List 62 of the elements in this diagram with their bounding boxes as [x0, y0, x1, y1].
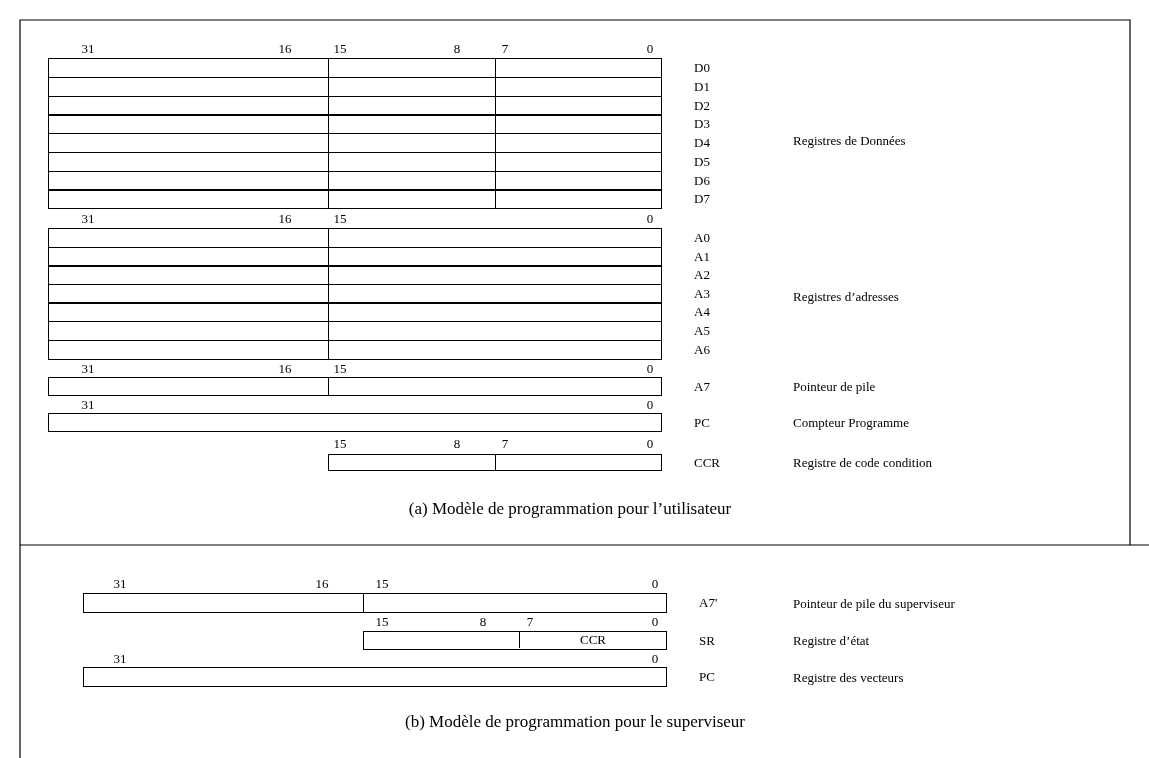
- register-name: D1: [694, 79, 710, 93]
- bit-number: 0: [646, 361, 654, 375]
- field-label: CCR: [580, 632, 606, 648]
- bit-number: 0: [651, 614, 659, 628]
- register-group-label: Registres d’adresses: [793, 289, 899, 303]
- register-group-label: Pointeur de pile: [793, 379, 876, 393]
- register-name: D2: [694, 98, 710, 112]
- bit-number: 31: [81, 397, 95, 411]
- register-name: D5: [694, 154, 710, 168]
- register-name: A6: [694, 342, 710, 356]
- bit-number: 31: [113, 576, 127, 590]
- bit-number: 31: [81, 211, 95, 225]
- register-name: A5: [694, 324, 710, 337]
- bit-number: 31: [113, 651, 127, 665]
- bit-number: 15: [333, 361, 347, 375]
- bit-number: 8: [453, 436, 461, 450]
- bit-number: 0: [651, 651, 659, 665]
- bit-number: 0: [646, 211, 654, 225]
- bit-number: 15: [375, 576, 389, 590]
- bit-number: 0: [646, 436, 654, 450]
- register-group-label: Registres de Données: [793, 133, 906, 147]
- bit-number: 7: [501, 41, 509, 55]
- bit-number: 15: [333, 211, 347, 225]
- register-name: D3: [694, 117, 710, 131]
- register-name: A0: [694, 231, 710, 244]
- bit-number: 16: [278, 361, 292, 375]
- register-name: D6: [694, 173, 710, 187]
- register-group-label: Registre d’état: [793, 633, 870, 647]
- bit-number: 0: [646, 41, 654, 55]
- register-name: PC: [694, 415, 710, 429]
- bit-number: 7: [526, 614, 534, 628]
- register-name: A3: [694, 286, 710, 300]
- bit-number: 15: [333, 436, 347, 450]
- register-name: A7': [699, 596, 718, 609]
- register-name: A1: [694, 249, 710, 263]
- bit-number: 7: [501, 436, 509, 450]
- bit-number: 16: [278, 211, 292, 225]
- bit-number: 8: [479, 614, 487, 628]
- register-name: A4: [694, 305, 710, 319]
- register-name: A7: [694, 379, 710, 393]
- bit-number: 15: [375, 614, 389, 628]
- caption: (a) Modèle de programmation pour l’utilisateur: [408, 499, 732, 517]
- bit-number: 31: [81, 41, 95, 55]
- register-name: D0: [694, 61, 710, 74]
- register-group-label: Registre des vecteurs: [793, 670, 904, 684]
- bit-number: 16: [315, 576, 329, 590]
- register-group-label: Pointeur de pile du superviseur: [793, 596, 955, 610]
- bit-number: 8: [453, 41, 461, 55]
- register-name: CCR: [694, 455, 720, 469]
- bit-number: 31: [81, 361, 95, 375]
- register-name: D7: [694, 192, 710, 206]
- register-name: A2: [694, 268, 710, 282]
- register-name: SR: [699, 633, 715, 647]
- bit-number: 15: [333, 41, 347, 55]
- bit-number: 16: [278, 41, 292, 55]
- caption: (b) Modèle de programmation pour le superviseur: [405, 712, 745, 730]
- register-group-label: Compteur Programme: [793, 415, 909, 429]
- register-group-label: Registre de code condition: [793, 455, 932, 469]
- register-name: PC: [699, 670, 715, 683]
- bit-number: 0: [651, 576, 659, 590]
- bit-number: 0: [646, 397, 654, 411]
- register-name: D4: [694, 136, 710, 149]
